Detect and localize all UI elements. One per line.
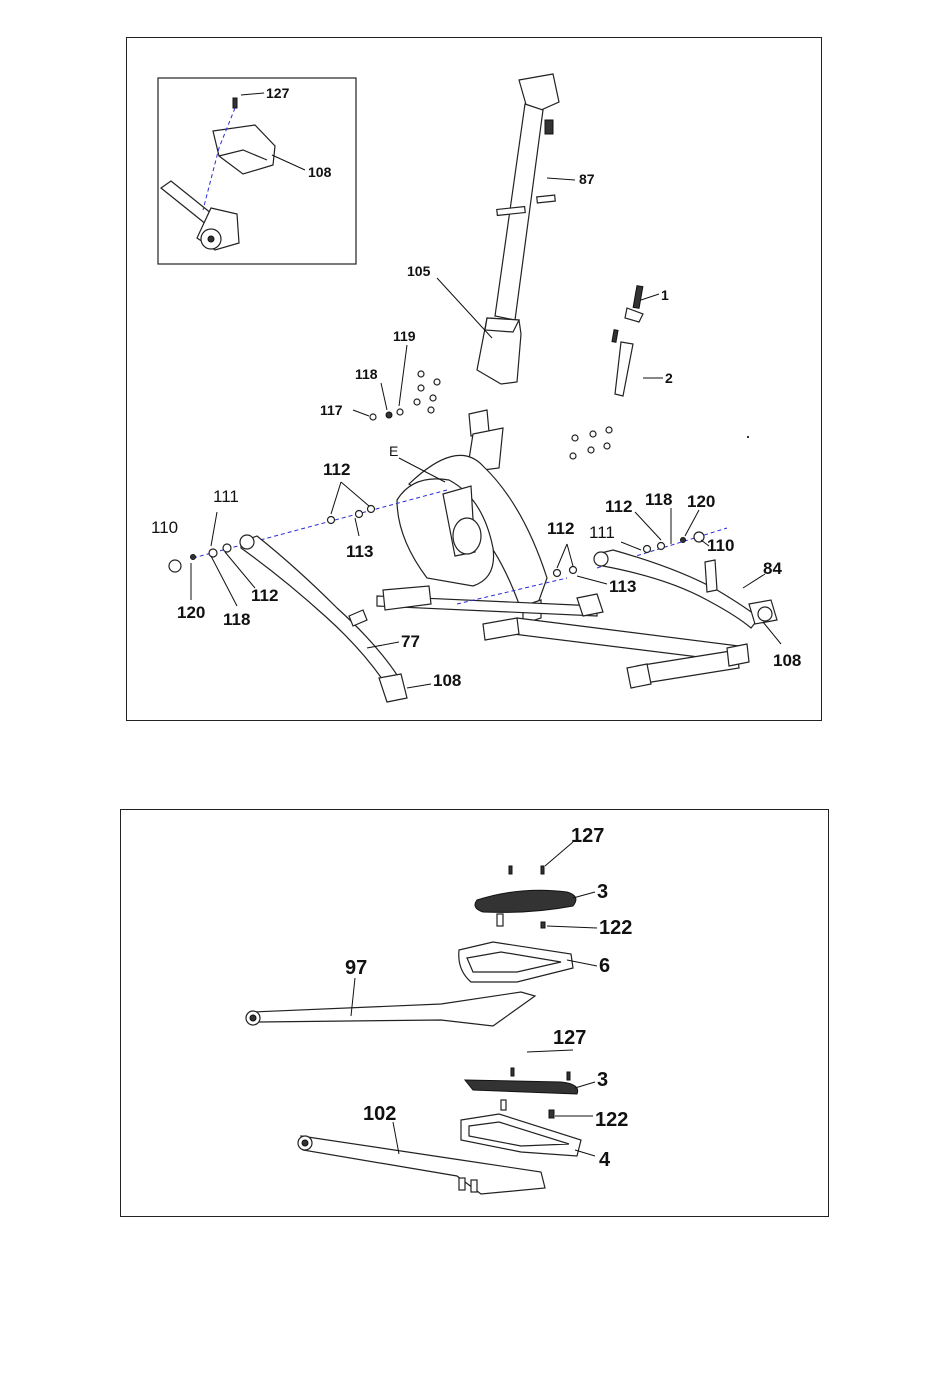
main-frame — [377, 410, 749, 688]
upper-pedal-assembly: 127 3 122 6 97 — [246, 825, 632, 1026]
frame-exploded-diagram: 127 108 87 105 1 — [127, 38, 821, 720]
pedal-pad-3-upper — [475, 890, 576, 912]
label-113-right: 113 — [609, 577, 636, 596]
inset-pedal-arm-detail: 127 108 — [158, 78, 356, 264]
label-2: 2 — [665, 370, 673, 386]
pulse-sensor-1: 1 — [625, 286, 669, 322]
label-112-left: 112 — [251, 586, 278, 605]
label-108-left: 108 — [433, 671, 461, 690]
handle-tube-2: 2 — [612, 330, 673, 396]
label-84: 84 — [763, 559, 782, 578]
label-118-upper: 118 — [355, 366, 378, 382]
label-111-left: 111 — [213, 487, 239, 506]
label-120-left: 120 — [177, 603, 205, 622]
label-119: 119 — [393, 328, 416, 344]
label-108-right: 108 — [773, 651, 801, 670]
label-87: 87 — [579, 171, 595, 187]
label-118-left: 118 — [223, 610, 250, 629]
axle-cap-110-right — [694, 532, 704, 542]
pedal-arm-97 — [253, 992, 535, 1026]
pedal-arm-end-cap — [379, 674, 407, 702]
label-111-right: 111 — [589, 523, 615, 542]
hardware-117-118-119: 117 118 119 — [320, 328, 416, 420]
bolt-cluster-right — [570, 427, 612, 459]
label-127-upper: 127 — [571, 825, 604, 847]
label-122-upper: 122 — [599, 917, 632, 939]
pedal-pad-3-lower — [465, 1080, 578, 1094]
label-4: 4 — [599, 1149, 611, 1171]
label-112-right: 112 — [605, 497, 632, 516]
label-108-inset: 108 — [308, 164, 332, 180]
label-97: 97 — [345, 957, 367, 979]
label-120-right: 120 — [687, 492, 715, 511]
label-3-lower: 3 — [597, 1069, 608, 1091]
label-110-left: 110 — [151, 518, 178, 537]
inset-roller-hub — [208, 236, 214, 242]
label-102: 102 — [363, 1103, 396, 1125]
label-e: E — [389, 443, 398, 459]
label-118-right: 118 — [645, 490, 672, 509]
label-110-right: 110 — [707, 536, 734, 555]
bolt-cluster-left — [414, 371, 440, 413]
label-1: 1 — [661, 287, 669, 303]
exploded-view-pedal-panel: 127 3 122 6 97 127 3 — [120, 809, 829, 1217]
label-127-inset: 127 — [266, 85, 290, 101]
label-105: 105 — [407, 263, 431, 279]
handlebar-post-87: 87 — [495, 74, 595, 320]
label-127-lower: 127 — [553, 1027, 586, 1049]
pedal-exploded-diagram: 127 3 122 6 97 127 3 — [121, 810, 828, 1216]
exploded-view-frame-panel: 127 108 87 105 1 — [126, 37, 822, 721]
label-77: 77 — [401, 632, 420, 651]
label-122-lower: 122 — [595, 1109, 628, 1131]
inset-screw-127 — [233, 98, 237, 108]
lower-pedal-assembly: 127 3 122 4 102 — [298, 1027, 628, 1194]
label-6: 6 — [599, 955, 610, 977]
label-113-left: 113 — [346, 542, 373, 561]
axle-cap-110-left — [169, 560, 181, 572]
label-112-upper-left: 112 — [323, 460, 350, 479]
label-117: 117 — [320, 402, 343, 418]
label-112-lower-right: 112 — [547, 519, 574, 538]
label-3-upper: 3 — [597, 881, 608, 903]
